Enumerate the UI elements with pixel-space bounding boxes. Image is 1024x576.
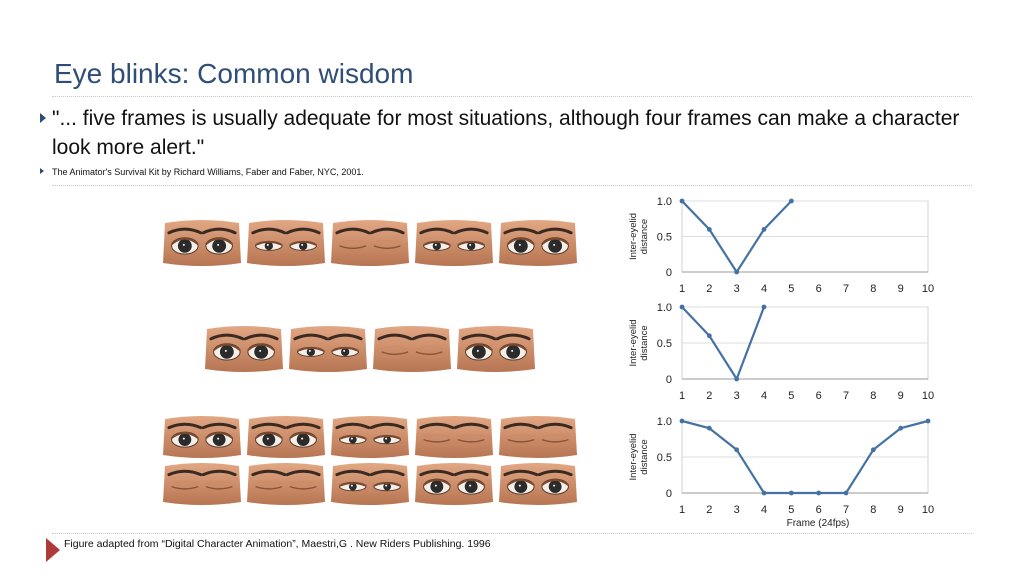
data-point [843,490,849,496]
x-tick-label: 3 [734,504,740,516]
x-tick-label: 4 [761,283,767,295]
slide-title: Eye blinks: Common wisdom [54,58,414,89]
x-tick-label: 1 [679,390,685,402]
y-tick-label: 0.5 [657,338,672,350]
data-point [870,447,876,453]
citation-divider [52,185,972,186]
x-tick-label: 5 [788,283,794,295]
x-tick-label: 7 [843,283,849,295]
x-tick-label: 8 [870,283,876,295]
data-point [734,447,740,453]
data-point [761,304,767,310]
x-tick-label: 10 [922,504,934,516]
y-axis-label: Inter-eyelid [628,213,639,260]
data-point [734,269,740,275]
x-tick-label: 9 [898,504,904,516]
data-point [816,490,822,496]
x-tick-label: 3 [734,390,740,402]
data-point [706,425,712,431]
footer-credit: Figure adapted from “Digital Character A… [64,538,491,550]
y-axis-label: distance [639,219,650,254]
x-tick-label: 1 [679,504,685,516]
x-tick-label: 2 [706,390,712,402]
data-point [706,227,712,232]
quote-text: "... five frames is usually adequate for… [52,107,960,159]
y-tick-label: 0 [666,488,672,500]
y-tick-label: 1.0 [657,302,672,314]
y-axis-label: Inter-eyelid [628,320,639,367]
y-tick-label: 0.5 [657,232,672,244]
x-tick-label: 10 [922,283,934,295]
x-tick-label: 9 [898,390,904,402]
data-point [788,198,794,204]
y-axis-label: Inter-eyelid [628,434,639,481]
data-point [679,418,685,424]
data-point [679,304,685,310]
x-tick-label: 6 [816,390,822,402]
data-point [761,490,767,496]
x-tick-label: 7 [843,504,849,516]
x-tick-label: 2 [706,283,712,295]
x-tick-label: 4 [761,504,767,516]
data-point [925,418,931,424]
data-point [898,425,904,431]
footer-marker-icon [46,538,60,562]
y-tick-label: 0.5 [657,452,672,464]
x-tick-label: 4 [761,390,767,402]
series-line [681,419,929,495]
data-point [761,227,767,232]
bullet-arrow-icon [40,113,46,123]
data-point [788,490,794,496]
x-tick-label: 5 [788,390,794,402]
data-point [706,333,712,339]
data-point [734,376,740,382]
series-line [681,306,766,381]
quote-bullet: "... five frames is usually adequate for… [40,104,970,162]
x-tick-label: 9 [898,283,904,295]
x-tick-label: 2 [706,504,712,516]
footer-divider [52,533,972,534]
x-axis-label: Frame (24fps) [787,518,850,529]
x-tick-label: 8 [870,504,876,516]
x-tick-label: 3 [734,283,740,295]
x-tick-label: 6 [816,283,822,295]
x-tick-label: 10 [922,390,934,402]
x-tick-label: 8 [870,390,876,402]
citation-bullet: The Animator's Survival Kit by Richard W… [40,167,364,177]
y-tick-label: 1.0 [657,416,672,428]
data-point [679,198,685,204]
x-tick-label: 1 [679,283,685,295]
bullet-arrow-icon [40,168,44,174]
x-tick-label: 5 [788,504,794,516]
y-axis-label: distance [639,325,650,360]
y-tick-label: 0 [666,267,672,279]
y-tick-label: 1.0 [657,196,672,208]
y-axis-label: distance [639,439,650,474]
citation-text: The Animator's Survival Kit by Richard W… [52,167,364,177]
x-tick-label: 7 [843,390,849,402]
title-divider [52,96,972,97]
x-tick-label: 6 [816,504,822,516]
y-tick-label: 0 [666,374,672,386]
